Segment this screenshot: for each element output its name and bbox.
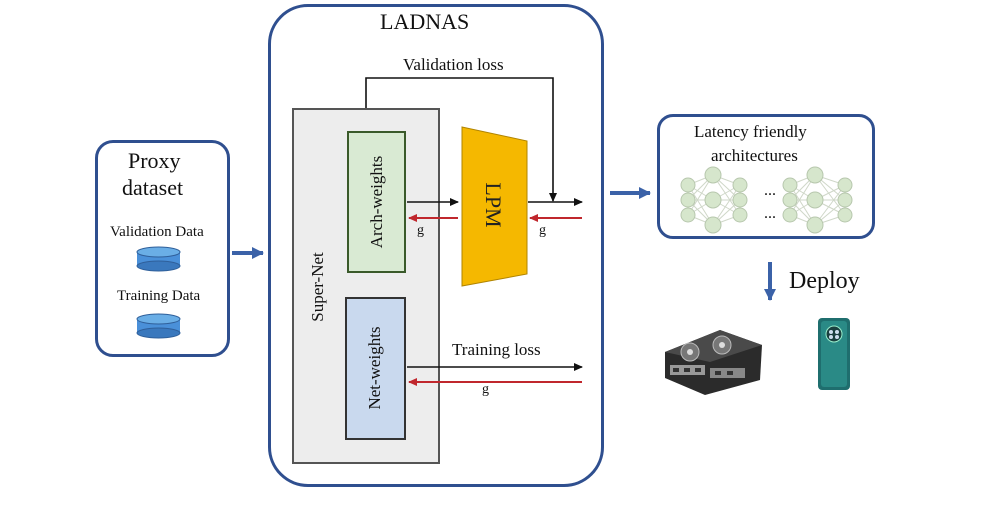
ladnas-box [268, 4, 604, 487]
validation-loss-path [365, 77, 557, 202]
training-loss-label: Training loss [452, 340, 541, 359]
lpm-block: LPM [461, 126, 528, 287]
smartphone-icon [818, 318, 850, 390]
database-icon [136, 313, 181, 339]
ladnas-title: LADNAS [380, 9, 470, 34]
proxy-dataset-box [95, 140, 230, 357]
deploy-label: Deploy [789, 268, 860, 294]
net-weights-box [345, 297, 406, 440]
network-nodes [680, 166, 853, 234]
gradient-label-lpm: g [539, 223, 546, 238]
lpm-label: LPM [481, 182, 506, 227]
latency-ellipsis-bottom: ... [764, 205, 776, 222]
validation-loss-label: Validation loss [403, 55, 504, 74]
gpu-card-icon [665, 330, 762, 395]
proxy-title-line1: Proxy [128, 148, 181, 173]
training-data-label: Training Data [117, 288, 201, 304]
validation-data-label: Validation Data [110, 224, 204, 240]
proxy-title-line2: dataset [122, 175, 184, 200]
latency-title-line2: architectures [711, 146, 798, 165]
gradient-label-net: g [482, 382, 489, 397]
database-icon [136, 246, 181, 272]
neural-network-icon [687, 174, 846, 226]
latency-ellipsis-top: ... [764, 182, 776, 199]
gradient-label-arch: g [417, 223, 424, 238]
arch-weights-box [347, 131, 406, 273]
latency-title-line1: Latency friendly [694, 122, 807, 141]
